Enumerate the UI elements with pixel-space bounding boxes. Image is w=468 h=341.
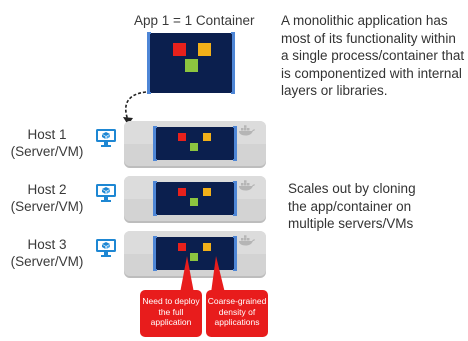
- component-green: [190, 143, 198, 151]
- component-green: [185, 59, 198, 72]
- description-line: A monolithic application has: [281, 13, 448, 28]
- docker-whale-icon: [239, 180, 255, 191]
- computer-monitor-icon: [96, 129, 116, 147]
- host-name: Host 2: [27, 182, 67, 197]
- host-2-container: [153, 181, 237, 216]
- callout-full-deploy: Need to deploy the full application: [140, 290, 202, 337]
- host-1-label: Host 1 (Server/VM): [2, 126, 92, 160]
- app-title: App 1 = 1 Container: [134, 13, 255, 28]
- app-container: [147, 32, 235, 94]
- docker-whale-icon: [239, 125, 255, 136]
- host-kind: (Server/VM): [10, 144, 84, 159]
- scale-out-note: Scales out by cloning the app/container …: [288, 180, 458, 233]
- host-3-label: Host 3 (Server/VM): [2, 236, 92, 270]
- description-line: is componentized with internal: [281, 65, 462, 81]
- component-yellow: [198, 43, 211, 56]
- scale-note-line: multiple servers/VMs: [288, 216, 414, 231]
- component-red: [178, 133, 186, 141]
- host-name: Host 3: [27, 237, 67, 252]
- server-host-2: [124, 176, 266, 221]
- callout-line: application: [150, 317, 192, 327]
- description-line: most of its functionality within: [281, 30, 456, 46]
- callout-pointers: [180, 256, 225, 293]
- component-green: [190, 198, 198, 206]
- host-kind: (Server/VM): [10, 254, 84, 269]
- computer-monitor-icon: [96, 239, 116, 257]
- server-host-3: [124, 231, 266, 276]
- callout-line: the full: [158, 306, 184, 317]
- host-3-container: [153, 236, 237, 271]
- computer-monitor-icon: [96, 184, 116, 202]
- host-2-label: Host 2 (Server/VM): [2, 181, 92, 215]
- docker-whale-icon: [239, 235, 255, 246]
- scale-note-line: the app/container on: [288, 198, 412, 214]
- description-line: layers or libraries.: [281, 83, 388, 98]
- host-name: Host 1: [27, 127, 67, 142]
- component-yellow: [203, 243, 211, 251]
- host-kind: (Server/VM): [10, 199, 84, 214]
- callout-line: Coarse-grained: [207, 296, 267, 306]
- callout-line: applications: [214, 317, 260, 327]
- component-red: [178, 188, 186, 196]
- scale-note-line: Scales out by cloning: [288, 181, 416, 196]
- component-red: [173, 43, 186, 56]
- component-yellow: [203, 188, 211, 196]
- component-red: [178, 243, 186, 251]
- callout-line: density of: [218, 306, 256, 317]
- component-green: [190, 253, 198, 261]
- description-line: a single process/container that: [281, 48, 465, 63]
- component-yellow: [203, 133, 211, 141]
- host-1-container: [153, 126, 237, 161]
- server-host-1: [124, 121, 266, 166]
- description: A monolithic application has most of its…: [281, 12, 466, 100]
- callout-coarse-density: Coarse-grained density of applications: [206, 290, 268, 337]
- callout-line: Need to deploy: [142, 296, 200, 306]
